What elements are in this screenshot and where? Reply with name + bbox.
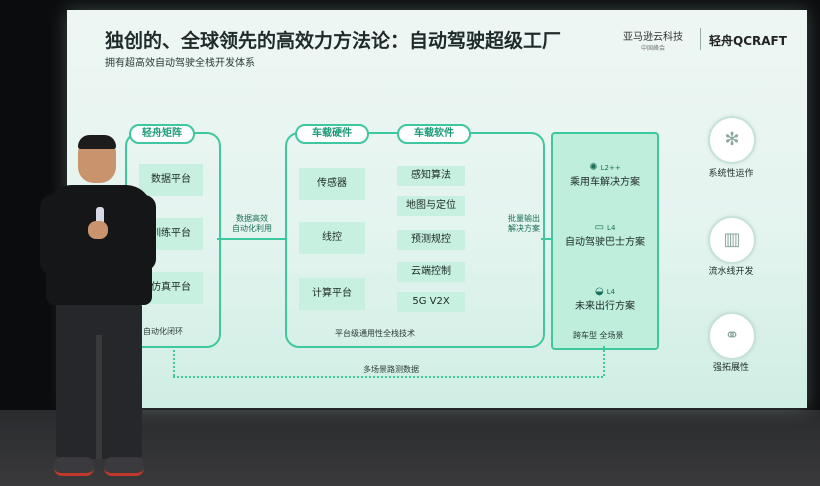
connector-left-label: 数据高效 自动化利用 — [219, 214, 285, 234]
connector-left-label-text: 数据高效 自动化利用 — [232, 214, 272, 233]
software-item-perception: 感知算法 — [397, 166, 465, 186]
feature-label-pipeline: 流水线开发 — [708, 267, 754, 277]
link-icon: ⚭ — [708, 312, 756, 360]
solution-future-level: L4 — [606, 288, 616, 296]
solution-passenger-level: L2++ — [600, 164, 621, 172]
presenter — [40, 135, 160, 480]
presenter-hand — [88, 221, 108, 239]
software-item-planning: 预测规控 — [397, 230, 465, 250]
connector-left-middle — [217, 238, 285, 240]
left-item-data-platform: 数据平台 — [139, 164, 203, 196]
feature-label-systematic: 系统性运作 — [708, 169, 754, 179]
car-icon: ◒ — [594, 286, 604, 297]
solution-bus: ▭L4 自动驾驶巴士方案 — [553, 222, 657, 248]
hardware-header: 车载硬件 — [295, 124, 369, 144]
factory-icon: ▥ — [708, 216, 756, 264]
presenter-shoe-left — [54, 457, 94, 476]
software-item-cloud: 云端控制 — [397, 262, 465, 282]
solution-bus-name: 自动驾驶巴士方案 — [565, 237, 645, 248]
software-header: 车载软件 — [397, 124, 471, 144]
aws-logo-text: 亚马逊云科技 — [623, 32, 683, 43]
right-group-caption: 跨车型 全场景 — [573, 331, 624, 340]
hardware-item-sensor: 传感器 — [299, 168, 365, 200]
chip-icon: ✺ — [589, 162, 598, 173]
hardware-item-compute: 计算平台 — [299, 278, 365, 310]
bus-icon: ▭ — [594, 222, 605, 233]
network-icon: ✻ — [708, 116, 756, 164]
aws-logo: 亚马逊云科技 中国峰会 — [623, 28, 683, 52]
connector-right-label-text: 批量输出 解决方案 — [508, 214, 540, 233]
software-item-mapping: 地图与定位 — [397, 196, 465, 216]
right-group-frame: ✺L2++ 乘用车解决方案 ▭L4 自动驾驶巴士方案 ◒L4 未来出行方案 跨车… — [551, 132, 659, 350]
solution-passenger-name: 乘用车解决方案 — [570, 177, 640, 188]
feedback-line-right — [603, 346, 605, 376]
middle-group-caption: 平台级通用性全栈技术 — [335, 329, 415, 338]
left-group-caption: 自动化闭环 — [143, 327, 183, 336]
feature-label-extensible: 强拓展性 — [712, 363, 749, 373]
hardware-item-drive-by-wire: 线控 — [299, 222, 365, 254]
solution-passenger: ✺L2++ 乘用车解决方案 — [553, 162, 657, 188]
slide-title: 独创的、全球领先的高效力方法论：自动驾驶超级工厂 — [105, 30, 562, 52]
presenter-leg-gap — [96, 335, 102, 459]
presenter-hair — [78, 135, 116, 149]
connector-middle-right — [541, 238, 551, 240]
connector-right-label: 批量输出 解决方案 — [491, 214, 557, 234]
slide-subtitle: 拥有超高效自动驾驶全栈开发体系 — [105, 58, 255, 69]
solution-bus-level: L4 — [607, 224, 616, 232]
logo-divider — [700, 28, 701, 50]
solution-future-name: 未来出行方案 — [575, 301, 635, 312]
hardware-software-link — [367, 132, 397, 134]
solution-future: ◒L4 未来出行方案 — [553, 286, 657, 312]
feedback-line-bottom — [173, 376, 603, 378]
feedback-line-left — [173, 346, 175, 376]
presenter-arm-right — [128, 195, 156, 271]
left-group-header: 轻舟矩阵 — [129, 124, 195, 144]
software-item-v2x: 5G V2X — [397, 292, 465, 312]
presenter-arm-left — [40, 195, 64, 275]
aws-logo-sub: 中国峰会 — [640, 45, 665, 52]
projection-screen: 独创的、全球领先的高效力方法论：自动驾驶超级工厂 拥有超高效自动驾驶全栈开发体系… — [67, 10, 807, 408]
presenter-shoe-right — [104, 457, 144, 476]
qcraft-logo: 轻舟QCRAFT — [709, 34, 787, 48]
feedback-label: 多场景路测数据 — [363, 365, 419, 374]
